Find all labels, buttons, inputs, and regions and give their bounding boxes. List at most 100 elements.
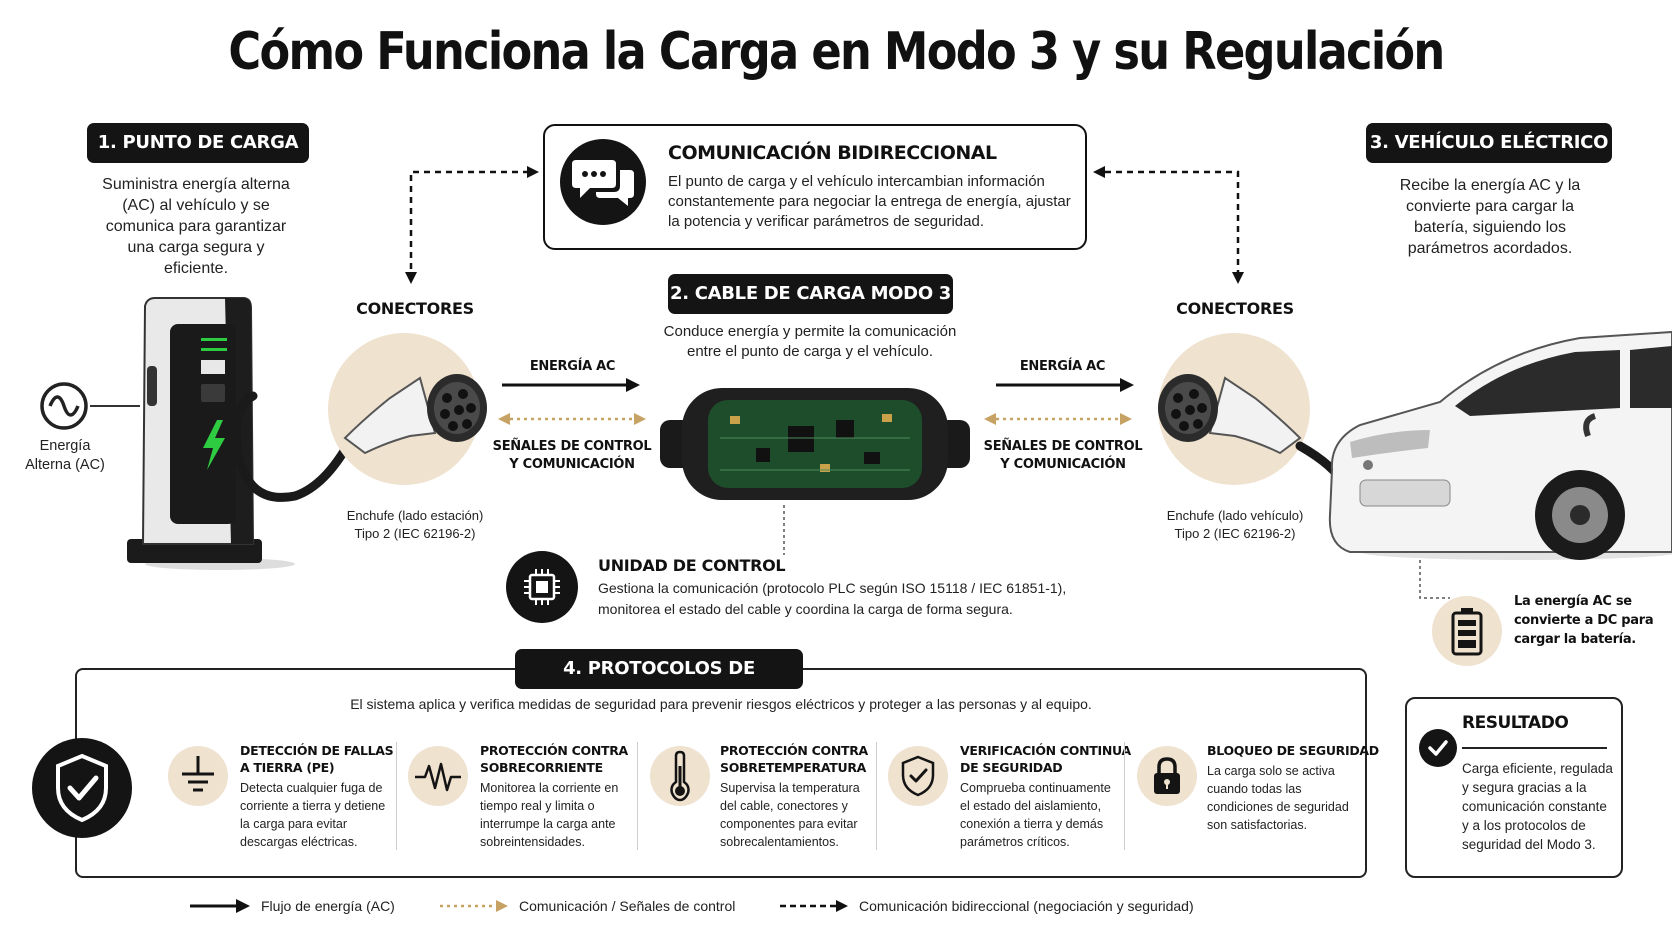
- result-line-1: Carga eficiente, regulada: [1462, 761, 1613, 776]
- signals-label-right-1: SEÑALES DE CONTROL: [983, 439, 1143, 454]
- prot-2-title-1: PROTECCIÓN CONTRA: [480, 743, 628, 758]
- result-description: Carga eficiente, regulada y segura graci…: [1462, 759, 1622, 854]
- legend-signal-label: Comunicación / Señales de control: [519, 898, 736, 914]
- prot-3-text-4: sobrecalentamientos.: [720, 835, 839, 849]
- legend-energy-label: Flujo de energía (AC): [261, 898, 395, 914]
- prot-3-text-2: del cable, conectores y: [720, 799, 848, 813]
- battery-note: La energía AC se convierte a DC para car…: [1514, 594, 1654, 647]
- result-line-3: comunicación constante: [1462, 799, 1607, 814]
- prot-2-text-4: sobreintensidades.: [480, 835, 585, 849]
- communication-description: El punto de carga y el vehículo intercam…: [668, 173, 1071, 230]
- separator: [876, 742, 877, 850]
- energy-arrow-right: [996, 378, 1134, 392]
- prot-2-text-2: tiempo real y limita o: [480, 799, 595, 813]
- prot-5-text-3: condiciones de seguridad: [1207, 800, 1349, 814]
- energy-label-left: ENERGÍA AC: [529, 359, 616, 374]
- right-plug-caption-1: Enchufe (lado vehículo): [1166, 508, 1304, 523]
- vehiculo-description: Recibe la energía AC y la convierte para…: [1399, 177, 1581, 257]
- prot-1-text-3: la carga para evitar: [240, 817, 348, 831]
- right-connectors-label: CONECTORES: [1176, 299, 1294, 318]
- energy-arrow-left: [502, 378, 640, 392]
- shield-check-icon: [901, 755, 935, 797]
- prot-4-title-2: DE SEGURIDAD: [960, 760, 1063, 775]
- prot-5-text-2: cuando todas las: [1207, 782, 1302, 796]
- punto-carga-description: Suministra energía alterna (AC) al vehíc…: [102, 176, 290, 277]
- bidirectional-arrow-right: [1093, 166, 1244, 284]
- chat-bubbles-icon: [572, 160, 634, 206]
- right-plug-caption-2: Tipo 2 (IEC 62196-2): [1174, 526, 1296, 541]
- electric-car-illustration: [1328, 330, 1672, 560]
- prot-4-text-4: parámetros críticos.: [960, 835, 1070, 849]
- prot-2-text-3: interrumpe la carga ante: [480, 817, 616, 831]
- prot-3-text-1: Supervisa la temperatura: [720, 781, 860, 795]
- prot-4-text-3: conexión a tierra y demás: [960, 817, 1104, 831]
- control-unit-line-1: Gestiona la comunicación (protocolo PLC …: [598, 580, 1067, 596]
- thermometer-icon: [670, 750, 690, 802]
- left-plug-caption-2: Tipo 2 (IEC 62196-2): [354, 526, 476, 541]
- safety-heading: 4. PROTOCOLOS DE SEGURIDAD: [515, 649, 803, 719]
- prot-1-title-1: DETECCIÓN DE FALLAS: [240, 743, 394, 758]
- ac-line: [90, 405, 140, 407]
- prot-4-title-1: VERIFICACIÓN CONTINUA: [960, 743, 1131, 758]
- result-line-4: y a los protocolos de: [1462, 818, 1586, 833]
- prot-5-text-1: La carga solo se activa: [1207, 764, 1335, 778]
- prot-5-title-1: BLOQUEO DE SEGURIDAD: [1207, 743, 1379, 758]
- legend-bidirectional-label: Comunicación bidireccional (negociación …: [859, 898, 1194, 914]
- separator: [1124, 742, 1125, 850]
- check-icon: [1428, 740, 1448, 756]
- result-check-circle: [1419, 729, 1457, 767]
- prot-2-text-1: Monitorea la corriente en: [480, 781, 619, 795]
- right-plug-icon: [1158, 374, 1350, 491]
- left-connectors-label: CONECTORES: [356, 299, 474, 318]
- result-heading: RESULTADO: [1462, 713, 1569, 733]
- punto-carga-heading: 1. PUNTO DE CARGA: [87, 123, 309, 163]
- energy-label-right: ENERGÍA AC: [1019, 359, 1106, 374]
- signals-label-left-2: Y COMUNICACIÓN: [509, 457, 635, 472]
- prot-1-title-2: A TIERRA (PE): [240, 760, 335, 775]
- prot-5-text-4: son satisfactorias.: [1207, 818, 1308, 832]
- signal-arrow-left: [498, 413, 646, 425]
- prot-3-title-2: SOBRETEMPERATURA: [720, 760, 867, 775]
- result-divider: [1462, 747, 1607, 749]
- vehiculo-heading: 3. VEHÍCULO ELÉCTRICO: [1366, 123, 1612, 163]
- communication-heading: COMUNICACIÓN BIDIRECCIONAL: [668, 142, 997, 164]
- prot-3-title-1: PROTECCIÓN CONTRA: [720, 743, 868, 758]
- lock-icon: [1154, 757, 1180, 794]
- separator: [637, 742, 638, 850]
- signals-label-right-2: Y COMUNICACIÓN: [1000, 457, 1126, 472]
- battery-pointer: [1419, 560, 1450, 599]
- charging-station-illustration: [127, 297, 355, 570]
- left-plug-caption-1: Enchufe (lado estación): [346, 508, 484, 523]
- left-plug-icon: [343, 374, 487, 455]
- prot-1-text-2: corriente a tierra y detiene: [240, 799, 386, 813]
- control-unit-pointer: [783, 505, 785, 555]
- prot-1-text-1: Detecta cualquier fuga de: [240, 781, 383, 795]
- separator: [396, 742, 397, 850]
- bidirectional-arrow-left: [405, 166, 539, 284]
- page-title: Cómo Funciona la Carga en Modo 3 y su Re…: [228, 22, 1445, 82]
- power-source-label: Energía Alterna (AC): [25, 438, 105, 473]
- ground-icon: [182, 756, 214, 792]
- prot-1-text-4: descargas eléctricas.: [240, 835, 358, 849]
- control-unit-line-2: monitorea el estado del cable y coordina…: [598, 601, 1013, 617]
- prot-3-text-3: componentes para evitar: [720, 817, 858, 831]
- battery-icon: [1451, 608, 1483, 656]
- safety-intro: El sistema aplica y verifica medidas de …: [350, 696, 1092, 712]
- result-box: [1405, 697, 1623, 878]
- control-box-illustration: [660, 388, 970, 500]
- chip-icon: [524, 569, 560, 605]
- prot-4-text-1: Comprueba continuamente: [960, 781, 1111, 795]
- shield-check-badge-icon: [56, 753, 108, 823]
- control-unit-heading: UNIDAD DE CONTROL: [598, 556, 786, 575]
- cable-description: Conduce energía y permite la comunicació…: [663, 323, 957, 360]
- signal-arrow-right: [984, 413, 1132, 425]
- cable-heading: 2. CABLE DE CARGA MODO 3: [668, 274, 953, 314]
- prot-2-title-2: SOBRECORRIENTE: [480, 760, 603, 775]
- legend-energy-arrow: [190, 899, 250, 913]
- ac-source-icon: [40, 382, 88, 430]
- result-line-5: seguridad del Modo 3.: [1462, 837, 1596, 852]
- signals-label-left-1: SEÑALES DE CONTROL: [492, 439, 652, 454]
- prot-4-text-2: el estado del aislamiento,: [960, 799, 1102, 813]
- legend-bidirectional-arrow: [780, 900, 848, 912]
- waveform-icon: [415, 762, 461, 792]
